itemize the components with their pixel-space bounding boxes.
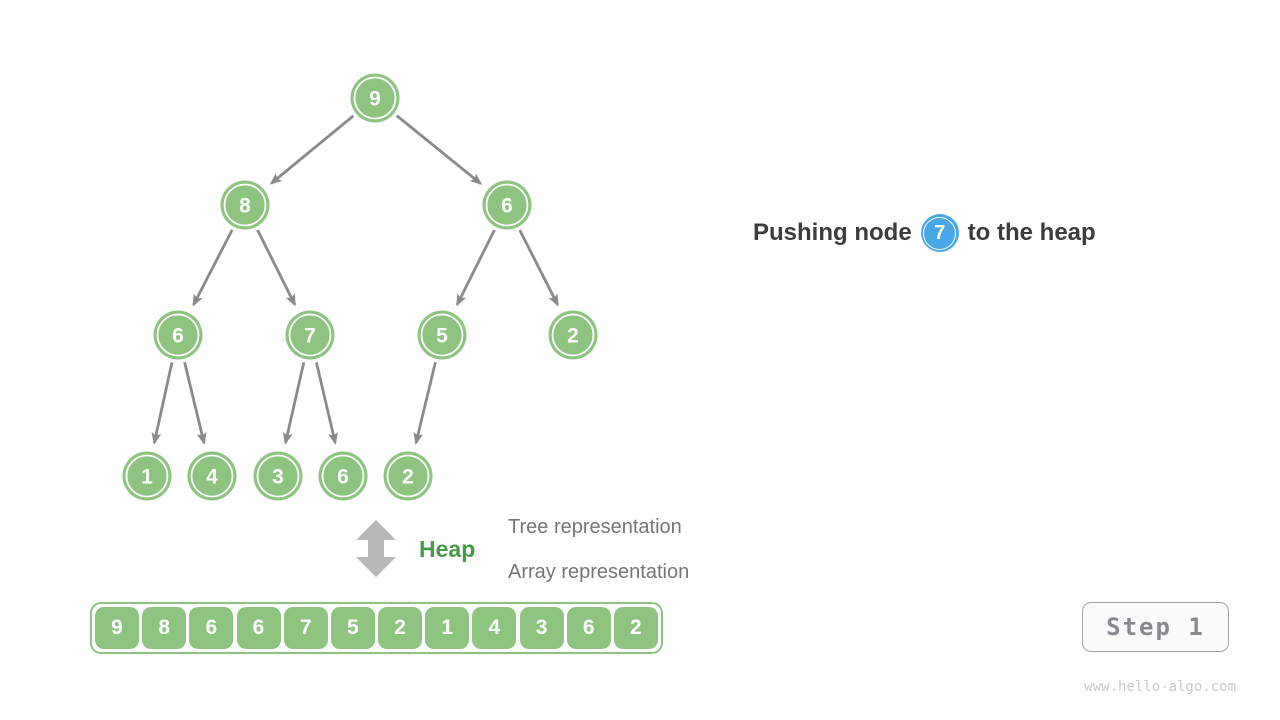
node-inner-ring [288,313,332,357]
array-cell: 6 [566,607,611,649]
tree-node: 2 [383,451,433,501]
array-cell: 6 [236,607,281,649]
tree-edge [518,229,559,307]
tree-node: 8 [220,180,270,230]
node-inner-ring [125,454,169,498]
caption-prefix: Pushing node [753,219,912,246]
tree-node-value: 2 [402,466,414,489]
tree-node-value: 8 [239,195,251,218]
array-cell: 6 [189,607,234,649]
tree-node: 6 [482,180,532,230]
node-inner-ring [256,454,300,498]
pushed-node-badge: 7 [920,214,959,252]
array-cell: 5 [330,607,375,649]
tree-edge [315,361,338,445]
tree-node-value: 1 [141,466,153,489]
tree-node-value: 2 [567,325,579,348]
array-cell: 8 [142,607,187,649]
node-inner-ring [420,313,464,357]
tree-edge [192,229,234,307]
array-cell: 2 [613,607,658,649]
tree-edge [282,361,306,445]
tree-node-value: 9 [369,88,381,111]
tree-node-value: 6 [501,195,513,218]
tree-node: 6 [153,310,203,360]
heap-tree-diagram: 9 8 6 6 7 5 2 1 4 3 6 2 [122,73,598,501]
array-cell: 9 [95,607,139,649]
heap-label: Heap [419,536,476,562]
array-cell: 7 [283,607,328,649]
watermark: www.hello-algo.com [1084,679,1236,695]
tree-node: 6 [318,451,368,501]
pushed-node-value: 7 [934,221,946,244]
tree-node-value: 6 [172,325,184,348]
tree-edge [183,361,207,445]
tree-node-value: 3 [272,466,284,489]
step-button[interactable]: Step 1 [1082,602,1229,652]
up-down-arrow-icon [356,520,396,577]
caption: Pushing node 7 to the heap [753,214,1096,252]
tree-node-value: 7 [304,325,316,348]
tree-node: 5 [417,310,467,360]
node-inner-ring [321,454,365,498]
node-inner-ring [386,454,430,498]
tree-edge [413,361,437,445]
tree-node: 4 [187,451,237,501]
tree-node-value: 6 [337,466,349,489]
node-inner-ring [190,454,234,498]
tree-node: 9 [350,73,400,123]
tree-edge [395,114,483,185]
tree-node: 7 [285,310,335,360]
tree-node: 1 [122,451,172,501]
tree-representation-label: Tree representation [508,516,682,538]
node-inner-ring [485,183,529,227]
tree-node: 3 [253,451,303,501]
array-cell: 2 [378,607,423,649]
tree-edge [256,229,297,307]
array-cell: 3 [519,607,564,649]
node-inner-ring [223,183,267,227]
node-inner-ring [156,313,200,357]
array-cell: 4 [472,607,517,649]
tree-node: 2 [548,310,598,360]
node-inner-ring [353,76,397,120]
node-inner-ring [551,313,595,357]
tree-node-value: 4 [206,466,218,489]
tree-edge [455,229,496,307]
tree-edge [269,114,355,185]
caption-suffix: to the heap [967,219,1096,246]
array-cell: 1 [425,607,470,649]
array-representation-label: Array representation [508,561,690,583]
tree-edge [151,362,174,445]
tree-node-value: 5 [436,325,448,348]
